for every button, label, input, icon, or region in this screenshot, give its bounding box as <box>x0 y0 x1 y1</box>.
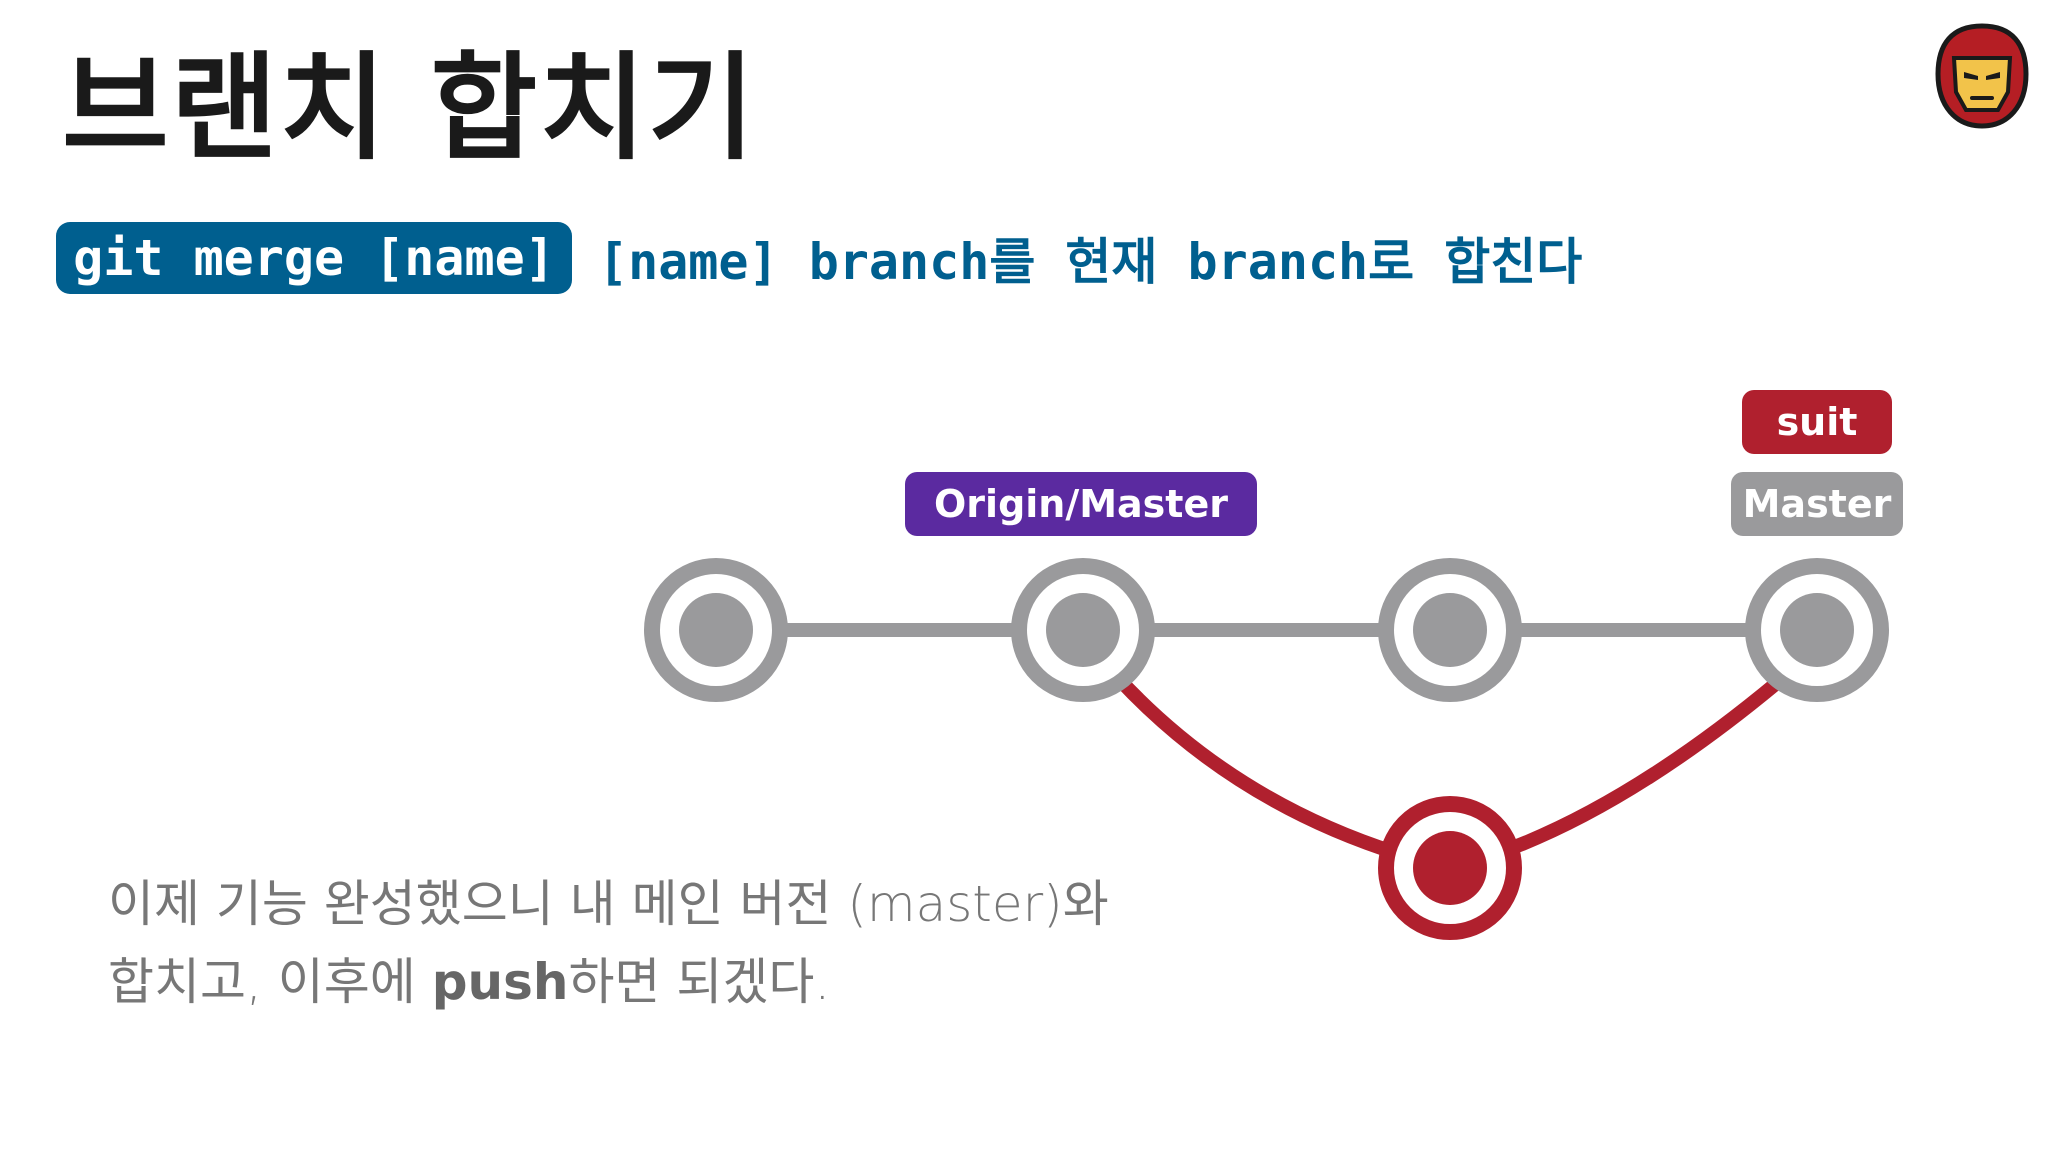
origin-master-label: Origin/Master <box>905 472 1257 536</box>
command-badge: git merge [name] <box>56 222 572 294</box>
iron-man-avatar-icon <box>1935 23 2029 129</box>
page-title: 브랜치 합치기 <box>62 41 757 176</box>
commit-node-origin-master <box>1011 558 1155 702</box>
commit-node-suit <box>1378 796 1522 940</box>
commit-node <box>644 558 788 702</box>
master-branch-label: Master <box>1731 472 1903 536</box>
commit-node <box>1378 558 1522 702</box>
description-line-1: 이제 기능 완성했으니 내 메인 버전 (master)와 <box>108 875 1109 933</box>
description-line-2-suffix: 하면 되겠다. <box>568 953 831 1011</box>
command-code: git merge [name] <box>73 229 555 287</box>
description-line-2-prefix: 합치고, 이후에 <box>108 953 432 1011</box>
commit-node-merge <box>1745 558 1889 702</box>
description-push-keyword: push <box>431 953 569 1011</box>
description-text: 이제 기능 완성했으니 내 메인 버전 (master)와 합치고, 이후에 p… <box>108 865 1109 1021</box>
command-description: [name] branch를 현재 branch로 합친다 <box>598 233 1583 291</box>
suit-branch-label: suit <box>1742 390 1892 454</box>
